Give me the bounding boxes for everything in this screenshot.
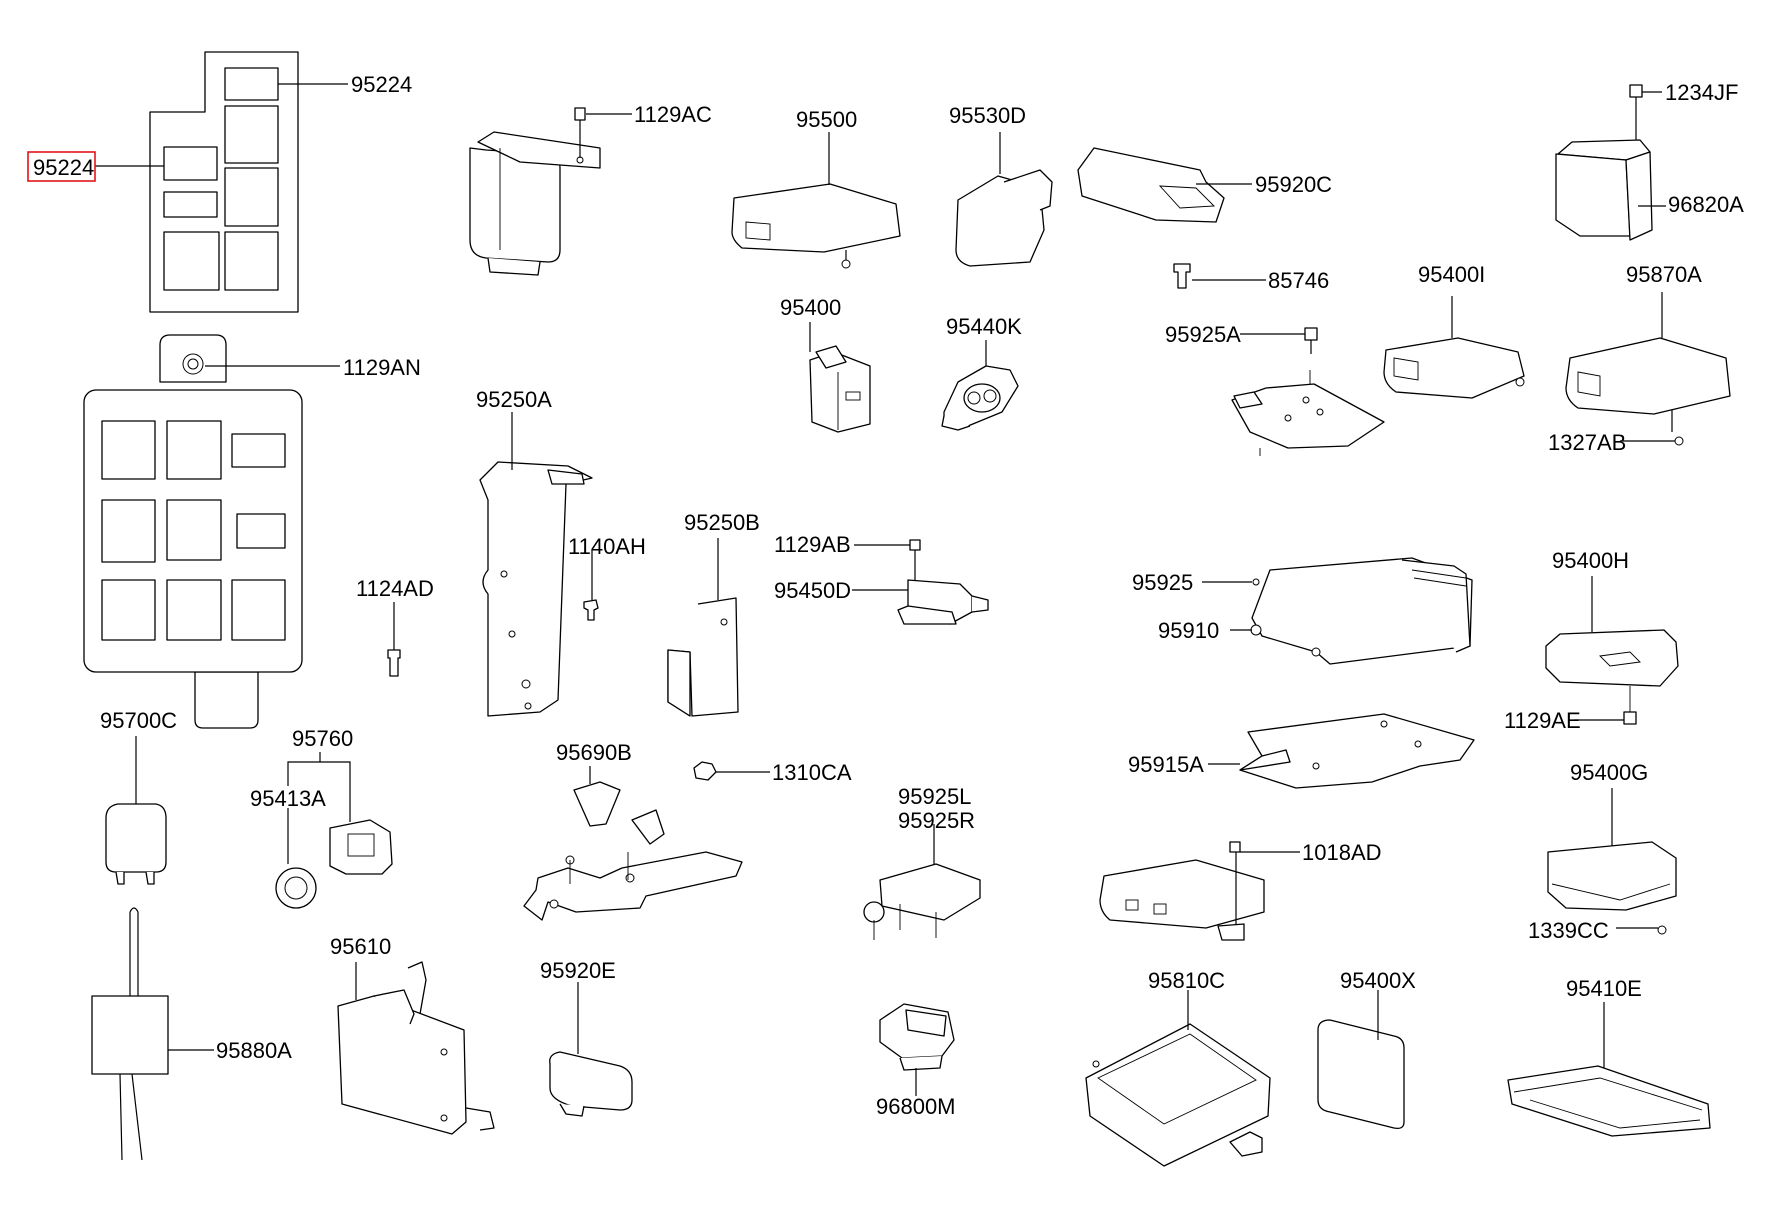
label-95400X[interactable]: 95400X xyxy=(1340,968,1416,993)
label-95530D[interactable]: 95530D xyxy=(949,103,1026,128)
part-95920E-cover[interactable] xyxy=(549,982,633,1117)
part-1310CA-nut[interactable] xyxy=(693,761,770,781)
label-95224-top[interactable]: 95224 xyxy=(351,72,412,97)
part-95700C-relay[interactable] xyxy=(105,736,167,885)
label-96800M[interactable]: 96800M xyxy=(876,1094,956,1119)
part-95250B-bracket[interactable] xyxy=(667,538,739,717)
part-95400G-module[interactable] xyxy=(1547,788,1677,935)
part-96820A-module[interactable] xyxy=(1555,84,1666,241)
label-96820A[interactable]: 96820A xyxy=(1668,192,1744,217)
label-95610[interactable]: 95610 xyxy=(330,934,391,959)
part-95450D-sensor[interactable] xyxy=(852,539,989,625)
label-95690B[interactable]: 95690B xyxy=(556,740,632,765)
label-95400I[interactable]: 95400I xyxy=(1418,262,1485,287)
part-95500-module[interactable] xyxy=(731,132,901,269)
label-85746[interactable]: 85746 xyxy=(1268,268,1329,293)
part-95400H-module[interactable] xyxy=(1545,576,1679,725)
label-95910[interactable]: 95910 xyxy=(1158,618,1219,643)
part-95410E-tray[interactable] xyxy=(1507,1002,1711,1137)
part-1018AD-module[interactable] xyxy=(1099,841,1300,941)
part-95440K-key-fob[interactable] xyxy=(941,340,1019,431)
label-95920E[interactable]: 95920E xyxy=(540,958,616,983)
part-95224-relay-box[interactable] xyxy=(95,51,348,313)
label-1234JF[interactable]: 1234JF xyxy=(1665,80,1738,105)
part-95760-switch-assembly[interactable] xyxy=(275,752,393,909)
part-95910-airbag-module[interactable] xyxy=(1202,557,1473,665)
label-95700C[interactable]: 95700C xyxy=(100,708,177,733)
label-95400[interactable]: 95400 xyxy=(780,295,841,320)
label-95440K[interactable]: 95440K xyxy=(946,314,1022,339)
label-95450D[interactable]: 95450D xyxy=(774,578,851,603)
part-junction-block[interactable] xyxy=(83,334,340,729)
part-95250A-bracket[interactable] xyxy=(479,412,593,717)
part-95400-relay[interactable] xyxy=(809,322,871,433)
part-96800M-switch[interactable] xyxy=(879,1003,955,1096)
part-85746-bolt[interactable] xyxy=(1173,263,1266,289)
part-95690B-bracket[interactable] xyxy=(523,766,743,921)
label-95870A[interactable]: 95870A xyxy=(1626,262,1702,287)
label-95250A[interactable]: 95250A xyxy=(476,387,552,412)
part-95920C-bracket[interactable] xyxy=(1077,147,1252,223)
label-1310CA[interactable]: 1310CA xyxy=(772,760,852,785)
label-95400H[interactable]: 95400H xyxy=(1552,548,1629,573)
part-1124AD-screw[interactable] xyxy=(387,602,401,677)
part-95400X-module[interactable] xyxy=(1317,990,1405,1130)
label-95500[interactable]: 95500 xyxy=(796,107,857,132)
part-1129AC-relay[interactable] xyxy=(469,107,632,276)
part-95870A-module[interactable] xyxy=(1565,292,1731,446)
label-1124AD[interactable]: 1124AD xyxy=(356,576,434,601)
label-95915A[interactable]: 95915A xyxy=(1128,752,1204,777)
label-1327AB[interactable]: 1327AB xyxy=(1548,430,1626,455)
label-95925L[interactable]: 95925L xyxy=(898,784,971,809)
label-95760[interactable]: 95760 xyxy=(292,726,353,751)
part-95915A-plate[interactable] xyxy=(1208,713,1475,789)
part-95610-module[interactable] xyxy=(337,961,495,1135)
highlight-box xyxy=(27,151,96,182)
label-95925R[interactable]: 95925R xyxy=(898,808,975,833)
part-95880A-antenna[interactable] xyxy=(91,907,214,1161)
label-95400G[interactable]: 95400G xyxy=(1570,760,1648,785)
label-1129AB[interactable]: 1129AB xyxy=(774,532,851,557)
label-95810C[interactable]: 95810C xyxy=(1148,968,1225,993)
label-95880A[interactable]: 95880A xyxy=(216,1038,292,1063)
label-95410E[interactable]: 95410E xyxy=(1566,976,1642,1001)
label-1129AC[interactable]: 1129AC xyxy=(634,102,712,127)
label-95224-left[interactable]: 95224 xyxy=(33,155,94,180)
label-1129AE[interactable]: 1129AE xyxy=(1504,708,1581,733)
label-1018AD[interactable]: 1018AD xyxy=(1302,840,1382,865)
label-1140AH[interactable]: 1140AH xyxy=(568,534,646,559)
part-1140AH-screw[interactable] xyxy=(583,550,599,621)
label-95920C[interactable]: 95920C xyxy=(1255,172,1332,197)
part-95925A-bracket[interactable] xyxy=(1231,327,1385,456)
label-1339CC[interactable]: 1339CC xyxy=(1528,918,1609,943)
part-95810C-module[interactable] xyxy=(1085,990,1271,1167)
part-95400I-module[interactable] xyxy=(1383,296,1525,399)
part-95530D-switch[interactable] xyxy=(955,132,1053,267)
label-95250B[interactable]: 95250B xyxy=(684,510,760,535)
label-95925A[interactable]: 95925A xyxy=(1165,322,1241,347)
label-95925[interactable]: 95925 xyxy=(1132,570,1193,595)
label-1129AN[interactable]: 1129AN xyxy=(343,355,421,380)
label-95413A[interactable]: 95413A xyxy=(250,786,326,811)
part-95925LR-bracket[interactable] xyxy=(863,824,981,940)
